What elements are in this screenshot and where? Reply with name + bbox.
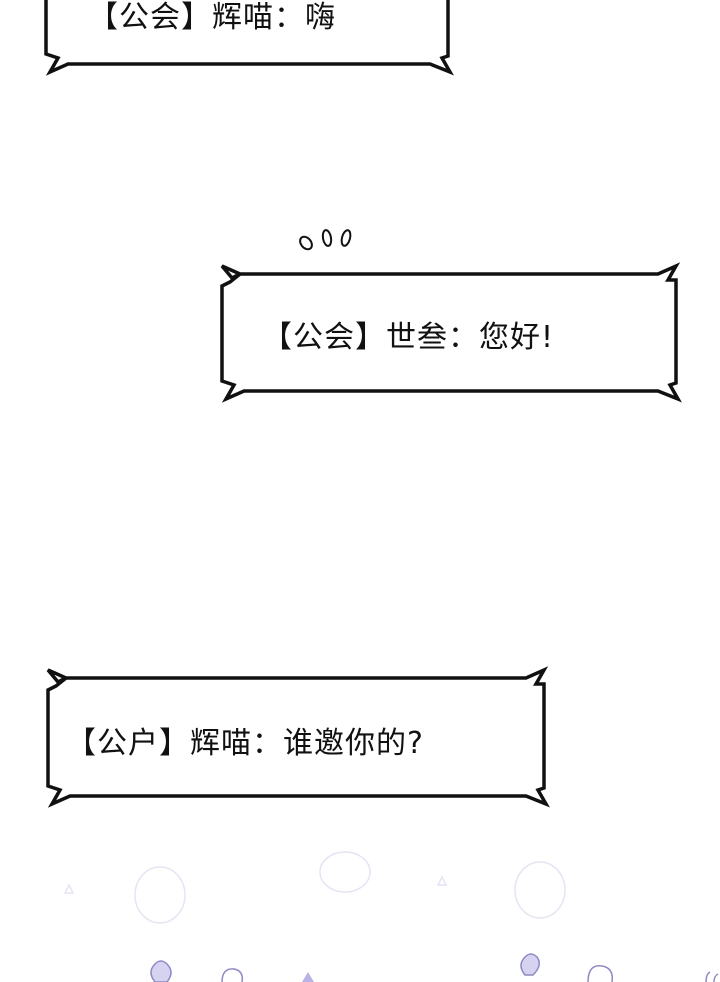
background-doodles xyxy=(63,851,566,924)
speech-bubble-3 xyxy=(46,666,551,808)
speech-bubble-text-2: 【公会】世叁：您好! xyxy=(262,320,555,355)
emphasis-marks xyxy=(299,229,352,251)
speech-bubble-text-1: 【公会】辉喵：嗨 xyxy=(88,0,336,35)
bottom-decorations xyxy=(150,953,719,982)
speech-bubble-1 xyxy=(44,0,455,76)
speech-bubble-text-3: 【公户】辉喵：谁邀你的? xyxy=(66,726,424,761)
speech-bubble-2 xyxy=(220,262,683,403)
